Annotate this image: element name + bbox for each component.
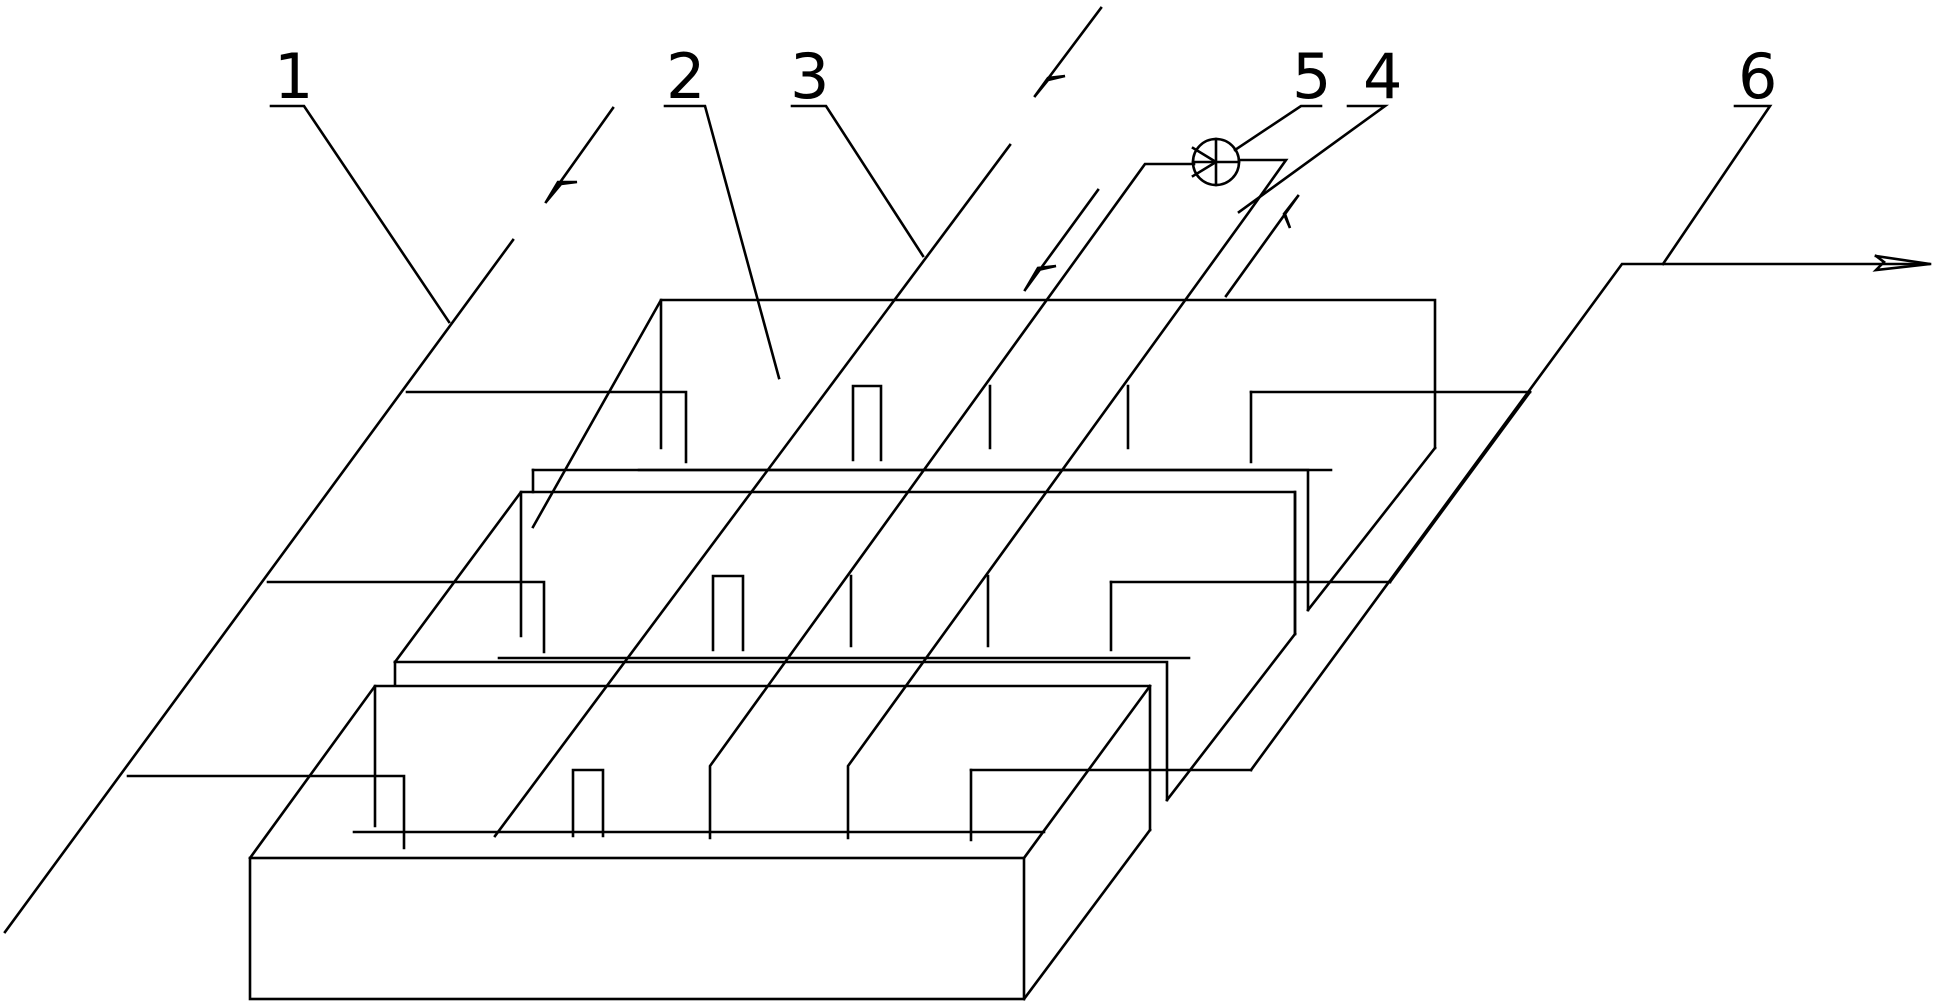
pipe-3-main [493, 143, 1012, 838]
pipe-4 [708, 158, 1289, 840]
leader-5 [1233, 104, 1323, 152]
pipe-1-flow-arrow [544, 106, 615, 204]
label-6: 6 [1738, 40, 1777, 113]
tank-front-right-edge [1022, 828, 1152, 1001]
pipe-4-flow-arrow-down [1023, 188, 1100, 292]
pipe-3-drop-back [851, 384, 883, 462]
tank-middle-right-edge [1165, 632, 1297, 802]
tank-front-front-face [248, 856, 1026, 1001]
tank-middle [393, 490, 1297, 802]
leader-2 [663, 104, 781, 380]
pipe-6-main [1249, 262, 1932, 772]
pipe-1-branch-back [405, 390, 688, 464]
pump-5-arrowhead [1191, 146, 1219, 178]
pipe-3-drop-front [571, 768, 605, 838]
leader-3 [790, 104, 925, 258]
pipe-3-flow-arrow [1033, 6, 1103, 98]
tank-middle-front-face [393, 660, 1169, 802]
label-4: 4 [1363, 40, 1402, 113]
pipe-3 [493, 143, 1012, 838]
pipe-6-flow-arrow [1872, 254, 1931, 272]
tank-front-top-right-edge [1022, 684, 1152, 860]
tank-back-front-face [531, 468, 1310, 612]
leader-1 [269, 104, 451, 324]
leaders [269, 104, 1773, 380]
pipe-4-flow-arrow-up [1224, 194, 1300, 298]
pipe-1 [3, 238, 688, 934]
label-2: 2 [666, 40, 705, 113]
pipe-6 [969, 262, 1932, 842]
leader-4 [1237, 104, 1390, 214]
pipe-1-branch-front [126, 774, 406, 850]
leader-6 [1661, 104, 1773, 266]
pipe-1-branch-middle [266, 580, 546, 654]
pipe-4-supply-left [708, 162, 1196, 840]
pipe-1-main [3, 238, 515, 934]
tank-back-right-edge [1306, 446, 1437, 612]
pump-5 [1191, 137, 1241, 187]
label-5: 5 [1292, 40, 1331, 113]
pipe-6-to-middle [1388, 390, 1532, 584]
tank-front-top-rim [248, 684, 1152, 860]
label-1: 1 [274, 40, 313, 113]
tank-back [531, 298, 1437, 612]
tank-front [248, 684, 1152, 1001]
pipe-3-drop-middle [711, 574, 745, 652]
label-3: 3 [790, 40, 829, 113]
pipe-4-supply-right [846, 158, 1289, 840]
